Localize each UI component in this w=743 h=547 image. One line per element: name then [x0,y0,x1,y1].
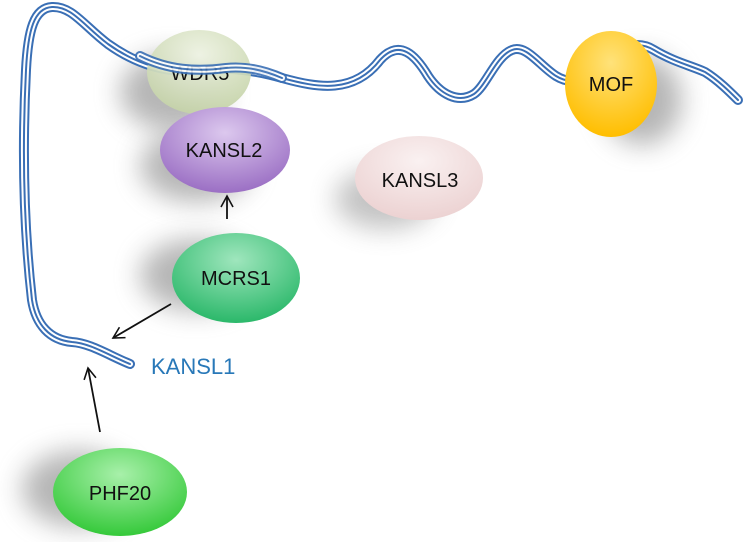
node-kansl2: KANSL2 [160,107,290,193]
phf20-label: PHF20 [89,483,151,505]
node-kansl3: KANSL3 [355,136,483,220]
kansl3-label: KANSL3 [382,170,459,192]
kansl3-ellipse [355,136,483,220]
mof-label: MOF [589,74,633,96]
kansl2-ellipse [160,107,290,193]
node-mof: MOF [565,31,657,137]
kansl2-label: KANSL2 [186,140,263,162]
node-phf20: PHF20 [53,448,187,536]
phf20-ellipse [53,448,187,536]
strand-overlay-core [139,55,283,79]
arrow-mcrs1-to-kansl1 [111,303,172,339]
mcrs1-ellipse [172,233,300,323]
mcrs1-label: MCRS1 [201,268,271,290]
kansl1-label: KANSL1 [151,354,235,379]
mof-ellipse [565,31,657,137]
arrows [83,194,234,433]
strand-overlay [135,51,287,83]
arrow-phf20-to-kansl1 [83,366,101,433]
node-mcrs1: MCRS1 [172,233,300,323]
